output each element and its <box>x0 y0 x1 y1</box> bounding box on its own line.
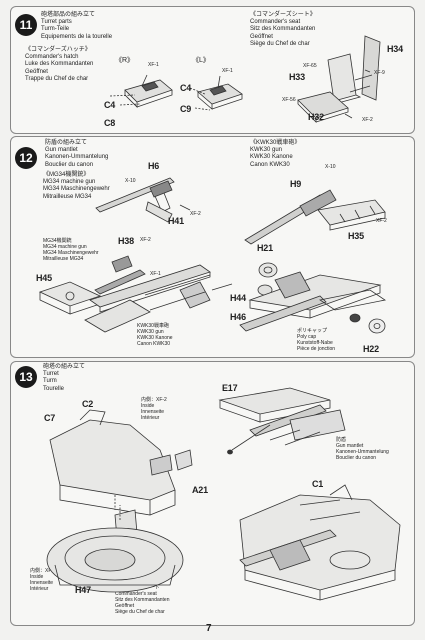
part-e17: E17 <box>222 383 238 393</box>
part-h44: H44 <box>230 293 246 303</box>
paint-xf2-h38: XF-2 <box>140 237 151 243</box>
step-11-number: 11 <box>15 14 37 36</box>
part-h21: H21 <box>257 243 273 253</box>
part-h38: H38 <box>118 236 134 246</box>
part-c4-left: C4 <box>180 83 192 93</box>
left-side-tag: 《L》 <box>192 57 210 64</box>
part-c9: C9 <box>180 104 192 114</box>
part-c8: C8 <box>104 118 116 128</box>
paint-xf65: XF-65 <box>303 63 317 69</box>
step-12-panel <box>10 136 415 358</box>
part-h33: H33 <box>289 72 305 82</box>
paint-xf1-mg: XF-1 <box>150 271 161 277</box>
page-number: 7 <box>206 623 212 634</box>
paint-xf2-kwk: XF-2 <box>376 218 387 224</box>
part-h34: H34 <box>387 44 403 54</box>
part-h22: H22 <box>363 344 379 354</box>
mg34-caption: 《MG34機関銃》MG34 machine gun MG34 Maschinen… <box>43 172 110 200</box>
paint-xf56: XF-56 <box>282 97 296 103</box>
commanders-hatch-caption: 《コマンダーズハッチ》Commander's hatch Luke des Ko… <box>25 47 94 82</box>
part-h46: H46 <box>230 312 246 322</box>
paint-xf2-mg: XF-2 <box>190 211 201 217</box>
step-12-number: 12 <box>15 147 37 169</box>
step-13-number: 13 <box>15 366 37 388</box>
part-h47: H47 <box>75 585 91 595</box>
part-c1: C1 <box>312 479 324 489</box>
paint-xf1-left: XF-1 <box>222 68 233 74</box>
part-c4-right: C4 <box>104 100 116 110</box>
part-h35: H35 <box>348 231 364 241</box>
part-h32: H32 <box>308 112 324 122</box>
part-h6: H6 <box>148 161 160 171</box>
paint-x10-mg: X-10 <box>125 178 136 184</box>
paint-xf1-right: XF-1 <box>148 62 159 68</box>
part-a21: A21 <box>192 485 208 495</box>
paint-xf9: XF-9 <box>374 70 385 76</box>
paint-x10-kwk: X-10 <box>325 164 336 170</box>
part-h9: H9 <box>290 179 302 189</box>
right-side-tag: 《R》 <box>115 57 135 64</box>
part-c7: C7 <box>44 413 56 423</box>
paint-xf2-seat: XF-2 <box>362 117 373 123</box>
part-h41: H41 <box>168 216 184 226</box>
part-c2: C2 <box>82 399 94 409</box>
commanders-seat-caption: 《コマンダーズシート》Commander's seat Sitz des Kom… <box>250 12 316 47</box>
part-h45: H45 <box>36 273 52 283</box>
